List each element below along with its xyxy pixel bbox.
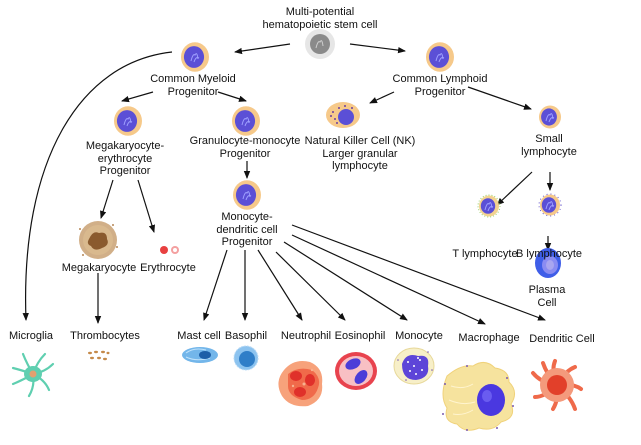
neutrophil-icon [278,361,323,407]
megakaryocyte-icon [79,221,118,259]
edge-clp-nk [369,91,395,104]
node-label-megakaryocyte: Megakaryocyte [62,262,137,275]
label-line: Small [535,133,563,145]
stem-cell-icon [305,29,335,59]
edge-cmp-mep [121,91,154,103]
lymphocyte-icon [539,105,561,129]
node-label-neutrophil: Neutrophil [281,330,331,343]
label-line: Common Myeloid [150,73,236,85]
edge-mdp-eosinophil [275,251,346,321]
label-line: Progenitor [221,236,273,248]
label-line: Multi-potential [285,6,355,18]
label-line: Larger granular [322,147,398,160]
label-line: Cell [537,296,557,309]
eosinophil-icon [335,352,377,390]
label-line: Progenitor [414,85,466,98]
edge-mdp-monocyte [283,241,408,321]
node-label-mast: Mast cell [177,330,220,343]
microglia-icon [11,352,55,398]
label-line: Mast cell [177,330,221,342]
edge-hsc-clp [349,43,406,54]
label-line: Progenitor [99,165,151,177]
edge-mdp-dendritic [291,224,546,321]
plasma-cell-icon [535,248,561,278]
label-line: Megakaryocyte- [85,140,165,152]
edge-cmp-microglia [22,51,173,321]
monocyte-icon [393,347,435,385]
label-line: Monocyte- [221,211,273,223]
label-line: Basophil [224,330,268,342]
edge-cmp-gmp [217,91,247,102]
basophil-icon [233,345,259,371]
label-line: Progenitor [167,85,219,98]
edge-mdp-neutrophil [257,249,303,321]
label-line: erythrocyte [97,152,153,165]
node-label-b-lymph: B lymphocyte [516,248,582,261]
node-label-microglia: Microglia [9,330,53,343]
node-label-macrophage: Macrophage [458,332,519,345]
label-line: lymphocyte [332,160,388,172]
label-line: hematopoietic stem cell [262,18,378,31]
label-line: Common Lymphoid [392,73,488,85]
progenitor-cell-icon [233,180,261,210]
label-line: Megakaryocyte [61,262,137,274]
erythrocyte-icon [160,246,179,254]
edge-small_lymph-t_lymph [496,171,533,206]
edge-mep-megakaryocyte [100,179,114,219]
mast-cell-icon [182,347,218,363]
label-line: Natural Killer Cell (NK) [304,135,416,147]
nk-cell-icon [326,102,360,128]
progenitor-cell-icon [114,106,142,136]
t-lymphocyte-icon [477,194,501,218]
node-label-dendritic: Dendritic Cell [529,333,594,346]
label-line: lymphocyte [521,145,577,158]
label-line: Granulocyte-monocyte [189,135,301,147]
edge-mdp-macrophage [291,234,486,325]
node-label-monocyte: Monocyte [395,330,443,343]
edge-mdp-mast [203,249,228,321]
edge-clp-small_lymph [467,86,532,110]
node-label-t-lymph: T lymphocyte [452,248,517,261]
node-label-eosinophil: Eosinophil [335,330,386,343]
label-line: Monocyte [395,330,443,342]
label-line: Progenitor [219,147,271,160]
label-line: dendritic cell [216,223,278,236]
label-line: Neutrophil [280,330,332,342]
dendritic-cell-icon [531,359,583,411]
macrophage-icon [442,362,515,431]
label-line: Microglia [8,330,54,342]
node-label-thrombocytes: Thrombocytes [70,330,140,343]
label-line: T lymphocyte [452,248,518,260]
b-lymphocyte-icon [538,193,562,217]
node-label-erythrocyte: Erythrocyte [140,262,196,275]
label-line: Dendritic Cell [529,333,595,345]
label-line: Macrophage [458,332,520,344]
label-line: Erythrocyte [140,262,196,274]
label-line: B lymphocyte [515,248,583,260]
node-label-basophil: Basophil [225,330,267,343]
progenitor-cell-icon [232,106,260,136]
thrombocytes-icon [88,350,110,361]
label-line: Plasma [528,284,566,296]
edge-hsc-cmp [234,43,291,55]
label-line: Eosinophil [334,330,386,342]
edge-mep-erythrocyte [137,179,155,233]
progenitor-cell-icon [181,42,209,72]
label-line: Thrombocytes [70,330,140,342]
progenitor-cell-icon [426,42,454,72]
